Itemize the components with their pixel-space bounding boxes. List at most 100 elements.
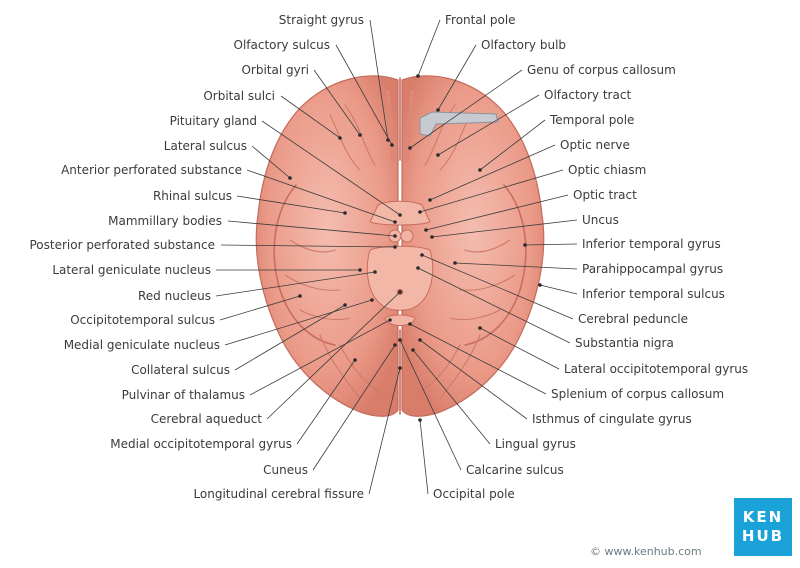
leader-line xyxy=(312,344,396,471)
leader-dot xyxy=(408,322,412,326)
label-splenium-of-corpus-callosum: Splenium of corpus callosum xyxy=(551,387,724,401)
label-olfactory-tract: Olfactory tract xyxy=(544,88,631,102)
leader-dot xyxy=(478,326,482,330)
leader-line xyxy=(266,291,401,420)
left-temporal-lobe xyxy=(273,184,336,346)
leader-line xyxy=(368,367,401,495)
label-cerebral-peduncle: Cerebral peduncle xyxy=(578,312,688,326)
label-rhinal-sulcus: Rhinal sulcus xyxy=(153,189,232,203)
kenhub-logo: KEN HUB xyxy=(734,498,792,556)
leader-line xyxy=(369,19,389,141)
leader-line xyxy=(417,267,571,344)
leader-dot xyxy=(398,290,402,294)
leader-line xyxy=(399,339,462,471)
leader-line xyxy=(335,44,393,146)
leader-dot xyxy=(453,261,457,265)
leader-lines xyxy=(215,19,578,495)
leader-dot xyxy=(398,213,402,217)
leader-dot xyxy=(418,210,422,214)
leader-dot xyxy=(538,283,542,287)
label-cerebral-aqueduct: Cerebral aqueduct xyxy=(151,412,263,426)
label-collateral-sulcus: Collateral sulcus xyxy=(131,363,230,377)
label-orbital-sulci: Orbital sulci xyxy=(203,89,275,103)
leader-dot xyxy=(418,418,422,422)
leader-line xyxy=(437,94,540,156)
leader-dot xyxy=(388,318,392,322)
leader-dot xyxy=(390,143,394,147)
leader-dot xyxy=(523,243,527,247)
leader-dot xyxy=(393,245,397,249)
leader-line xyxy=(539,284,578,295)
label-inferior-temporal-gyrus: Inferior temporal gyrus xyxy=(582,237,721,251)
label-lateral-occipitotemporal-gyrus: Lateral occipitotemporal gyrus xyxy=(564,362,748,376)
leader-line xyxy=(431,219,578,238)
leader-dot xyxy=(353,358,357,362)
midbrain-shape xyxy=(366,245,434,311)
leader-dot xyxy=(288,176,292,180)
leader-dot xyxy=(398,338,402,342)
leader-line xyxy=(246,169,396,223)
leader-line xyxy=(220,244,396,248)
label-olfactory-sulcus: Olfactory sulcus xyxy=(234,38,331,52)
right-olfactory-tract xyxy=(405,90,414,162)
label-uncus: Uncus xyxy=(582,213,619,227)
leader-dot xyxy=(393,234,397,238)
leader-line xyxy=(224,299,373,346)
leader-line xyxy=(261,120,401,216)
label-medial-occipitotemporal-gyrus: Medial occipitotemporal gyrus xyxy=(110,437,292,451)
left-olfactory-tract xyxy=(386,90,395,162)
leader-line xyxy=(280,95,341,139)
retractor-tool xyxy=(419,111,499,137)
copyright-credit: © www.kenhub.com xyxy=(590,545,702,558)
label-mammillary-bodies: Mammillary bodies xyxy=(108,214,222,228)
leader-line xyxy=(234,304,346,371)
label-temporal-pole: Temporal pole xyxy=(549,113,634,127)
leader-line xyxy=(412,349,491,445)
right-occipital-sulci xyxy=(414,334,481,399)
leader-dot xyxy=(416,266,420,270)
leader-dot xyxy=(338,136,342,140)
leader-dot xyxy=(393,343,397,347)
leader-dot xyxy=(424,228,428,232)
leader-line xyxy=(419,419,429,495)
label-optic-tract: Optic tract xyxy=(573,188,637,202)
leader-dot xyxy=(393,220,397,224)
label-anterior-perforated-substance: Anterior perforated substance xyxy=(61,163,242,177)
leader-dot xyxy=(298,294,302,298)
leader-line xyxy=(249,319,391,396)
label-posterior-perforated-substance: Posterior perforated substance xyxy=(29,238,215,252)
leader-dot xyxy=(418,338,422,342)
leader-dot xyxy=(430,235,434,239)
right-temporal-lobe xyxy=(464,184,527,346)
leader-dot xyxy=(411,348,415,352)
leader-dot xyxy=(420,253,424,257)
leader-line xyxy=(437,44,477,111)
label-cuneus: Cuneus xyxy=(263,463,308,477)
leader-dot xyxy=(373,270,377,274)
label-optic-chiasm: Optic chiasm xyxy=(568,163,646,177)
label-frontal-pole: Frontal pole xyxy=(445,13,516,27)
mammillary-body-right xyxy=(400,229,414,243)
label-substantia-nigra: Substantia nigra xyxy=(575,336,674,350)
leader-line xyxy=(479,327,560,370)
label-genu-of-corpus-callosum: Genu of corpus callosum xyxy=(527,63,676,77)
label-occipital-pole: Occipital pole xyxy=(433,487,515,501)
logo-line-1: KEN xyxy=(742,508,784,526)
leader-dot xyxy=(358,133,362,137)
label-lingual-gyrus: Lingual gyrus xyxy=(495,437,576,451)
leader-line xyxy=(409,323,547,395)
leader-dot xyxy=(370,298,374,302)
label-calcarine-sulcus: Calcarine sulcus xyxy=(466,463,564,477)
leader-line xyxy=(479,119,546,171)
leader-line xyxy=(419,339,528,420)
leader-line xyxy=(236,195,346,214)
label-lateral-geniculate-nucleus: Lateral geniculate nucleus xyxy=(52,263,211,277)
label-pulvinar-of-thalamus: Pulvinar of thalamus xyxy=(122,388,245,402)
leader-line xyxy=(429,144,556,201)
label-parahippocampal-gyrus: Parahippocampal gyrus xyxy=(582,262,723,276)
leader-line xyxy=(251,145,291,179)
leader-line xyxy=(219,295,301,321)
label-medial-geniculate-nucleus: Medial geniculate nucleus xyxy=(64,338,220,352)
